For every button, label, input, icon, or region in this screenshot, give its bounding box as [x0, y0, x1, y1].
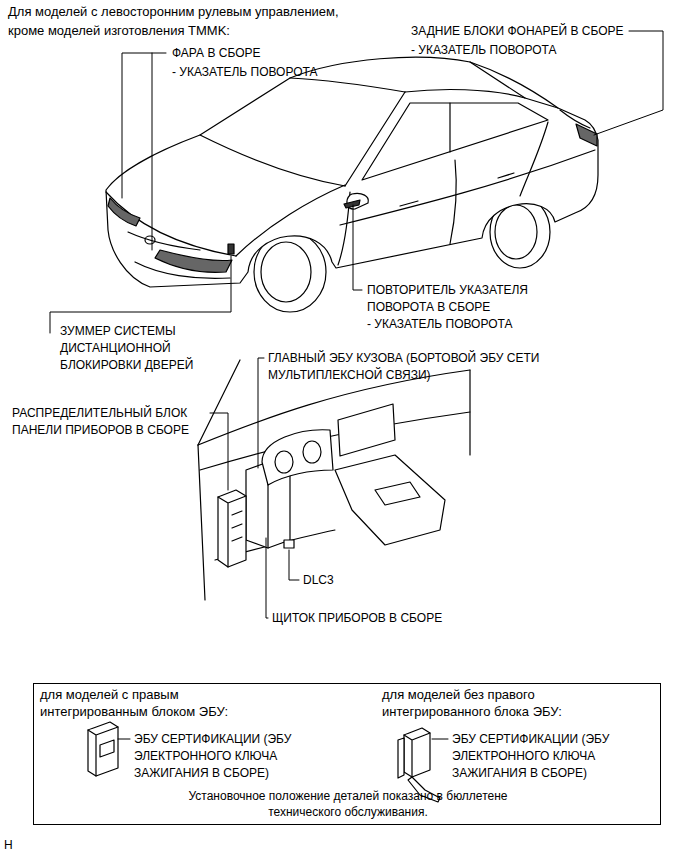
variant-heading: для моделей с правым интегрированным бло…	[40, 686, 255, 720]
dashboard	[275, 451, 293, 473]
car-lines	[128, 232, 200, 250]
page-mark: H	[4, 837, 13, 854]
car-lines	[405, 90, 558, 108]
dashboard	[262, 430, 333, 485]
car-wheels	[495, 205, 537, 259]
car-body	[106, 57, 598, 287]
dashboard	[375, 482, 420, 505]
car-lines	[340, 150, 595, 225]
note: Установочное положение деталей показано …	[168, 788, 528, 820]
dashboard	[303, 441, 321, 463]
dashboard	[198, 445, 205, 600]
leader-line	[118, 739, 130, 740]
dashboard	[218, 490, 246, 567]
part-label: ЭБУ СЕРТИФИКАЦИИ (ЭБУ ЭЛЕКТРОННОГО КЛЮЧА…	[452, 731, 632, 782]
part-label: ЗАДНИЕ БЛОКИ ФОНАРЕЙ В СБОРЕ	[411, 23, 624, 40]
dashboard	[284, 540, 294, 548]
part-label: - УКАЗАТЕЛЬ ПОВОРОТА	[367, 316, 512, 333]
car-lines	[106, 192, 236, 256]
part-label: ЗУММЕР СИСТЕМЫ ДИСТАНЦИОННОЙ БЛОКИРОВКИ …	[60, 323, 225, 374]
leader-line	[50, 256, 231, 333]
variant-box: для моделей с правым интегрированным бло…	[33, 683, 661, 825]
car-lines	[200, 135, 345, 186]
dashboard	[218, 496, 246, 567]
leader-line	[594, 31, 663, 135]
dashboard	[469, 370, 470, 455]
leader-line	[289, 550, 299, 580]
car-lines	[236, 185, 345, 256]
ecu-icon	[398, 738, 404, 778]
part-label: РАСПРЕДЕЛИТЕЛЬНЫЙ БЛОК ПАНЕЛИ ПРИБОРОВ В…	[12, 405, 227, 439]
car-lines	[470, 62, 525, 98]
car-lines	[520, 122, 548, 196]
ecu-icon	[100, 740, 114, 757]
ecu-icon	[404, 733, 430, 777]
car-parts	[344, 200, 360, 208]
car-lines	[560, 110, 590, 128]
car-lines	[106, 62, 595, 278]
part-label: ЩИТОК ПРИБОРОВ В СБОРЕ	[272, 610, 442, 627]
leader-line	[122, 53, 166, 198]
leader-line	[432, 739, 448, 740]
part-label: DLC3	[303, 572, 334, 589]
part-label: - УКАЗАТЕЛЬ ПОВОРОТА	[172, 64, 317, 81]
car-lines	[345, 92, 405, 186]
variant-heading: для моделей без правого интегрированного…	[382, 686, 607, 720]
dashboard	[198, 360, 470, 600]
leader-line	[258, 358, 264, 468]
leader-line	[353, 205, 362, 290]
car-lines	[145, 236, 155, 244]
car-parts	[108, 198, 140, 226]
car-parts	[155, 250, 232, 272]
part-label: ГЛАВНЫЙ ЭБУ КУЗОВА (БОРТОВОЙ ЭБУ СЕТИ МУ…	[268, 350, 588, 384]
car-lines	[449, 103, 450, 152]
car-lines	[290, 78, 405, 92]
part-label: ЭБУ СЕРТИФИКАЦИИ (ЭБУ ЭЛЕКТРОННОГО КЛЮЧА…	[134, 731, 314, 782]
leader-line	[152, 53, 153, 250]
dashboard	[232, 511, 242, 541]
dashboard	[200, 412, 470, 470]
ecu-icon	[88, 727, 118, 776]
car-wheels	[261, 242, 311, 302]
ecu-icon	[404, 728, 430, 777]
dashboard	[335, 455, 445, 545]
heading: Для моделей с левосторонним рулевым упра…	[8, 2, 378, 40]
part-label: ПОВТОРИТЕЛЬ УКАЗАТЕЛЯ ПОВОРОТА В СБОРЕ	[367, 282, 547, 316]
car-body	[106, 57, 598, 287]
dashboard	[338, 404, 395, 456]
leader-line	[210, 413, 228, 490]
car-lines	[450, 160, 456, 244]
car-lines	[400, 201, 418, 206]
leader-line	[50, 31, 663, 739]
leader-line	[266, 538, 268, 618]
car-parts	[228, 244, 234, 254]
part-label: - УКАЗАТЕЛЬ ПОВОРОТА	[411, 42, 556, 59]
part-label: ФАРА В СБОРЕ	[172, 45, 261, 62]
car-lines	[498, 173, 514, 178]
ecu-icon	[88, 722, 118, 776]
